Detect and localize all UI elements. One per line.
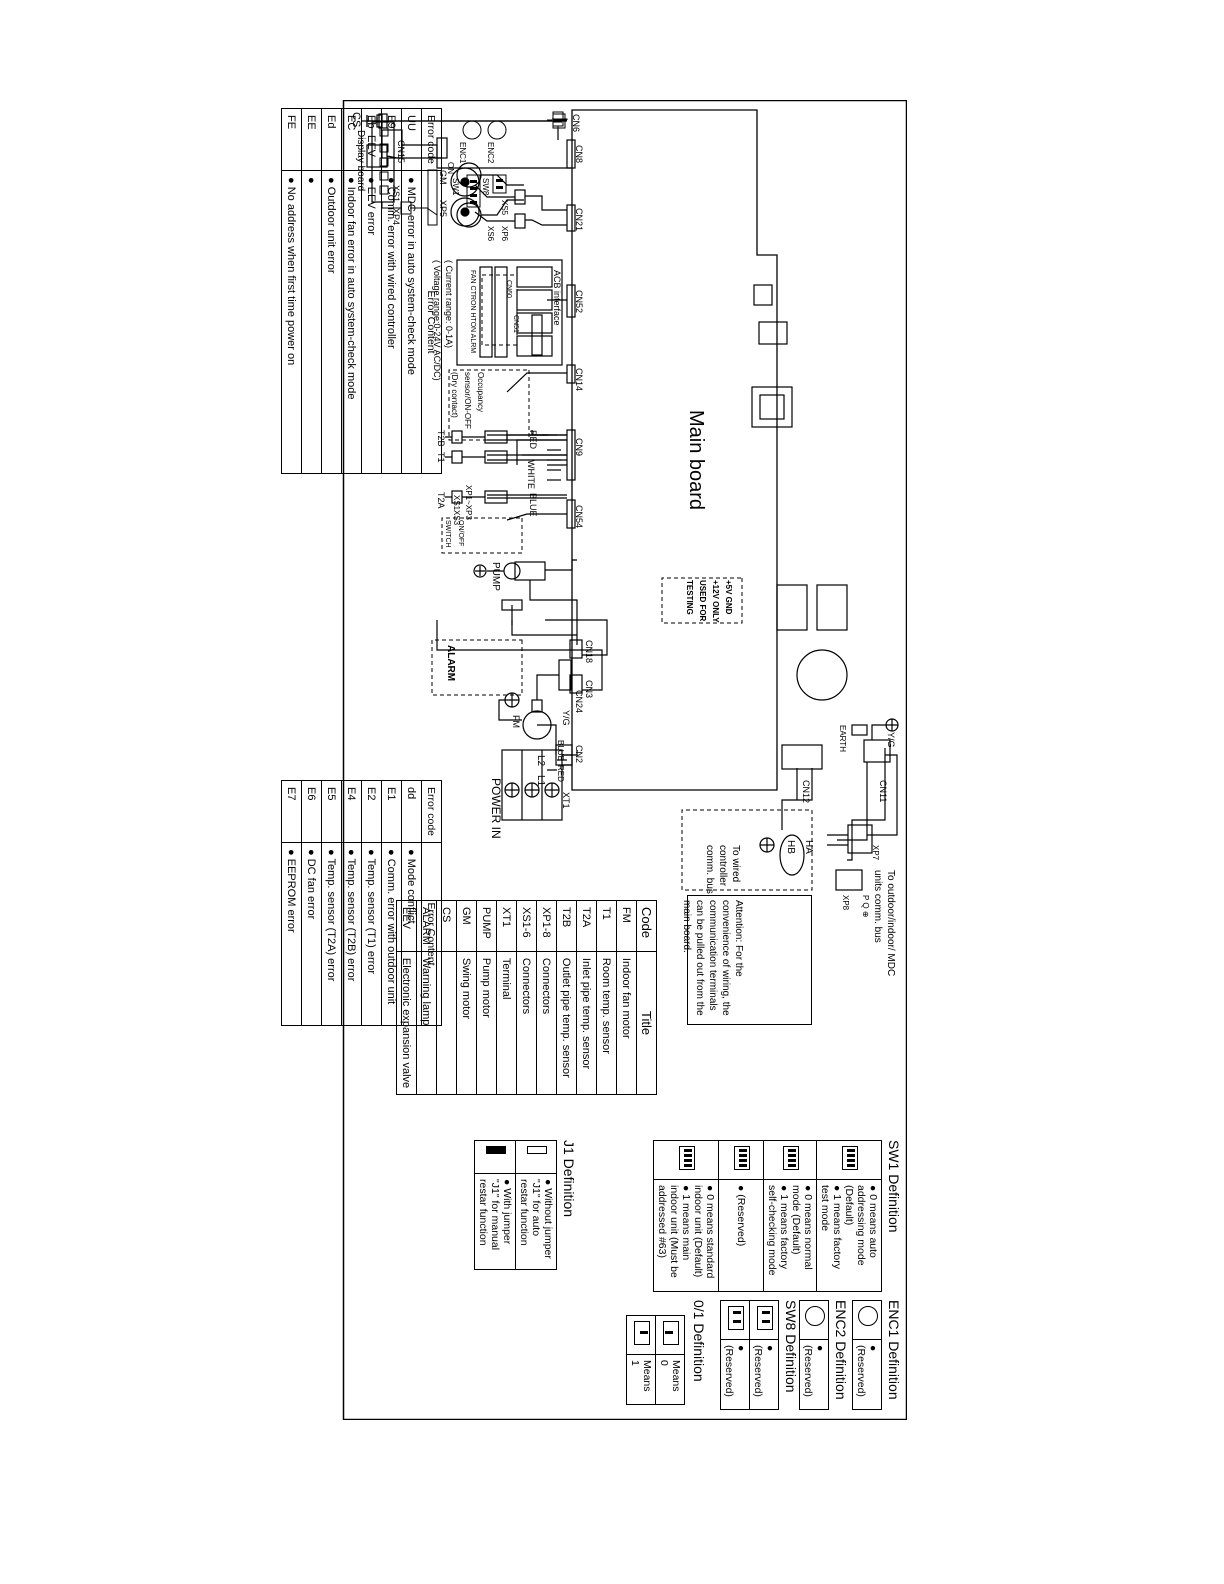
display-wire [381, 202, 438, 216]
outer-frame [342, 100, 907, 1420]
error-right-row: EC● Indoor fan error in auto system-chec… [341, 108, 362, 474]
error-left-row: E5● Temp. sensor (T2A) error [321, 780, 342, 1026]
cn52-body [566, 284, 576, 318]
error-right-row: EE● [301, 108, 322, 474]
testing-dash [661, 577, 743, 624]
cn18-body [569, 639, 583, 659]
error-left-code: E6 [301, 780, 322, 843]
display-led-5 [379, 185, 389, 195]
main-board-outline [571, 109, 778, 791]
onoff-dash [441, 517, 523, 554]
display-board-box [371, 121, 395, 203]
error-right-row: Eb● EEV error [361, 108, 382, 474]
display-led-2 [379, 143, 389, 153]
error-left-code: E7 [281, 780, 302, 843]
error-right-code: EE [301, 108, 322, 171]
cn21-body [566, 204, 576, 232]
error-right-code: UU [401, 108, 422, 171]
error-right-content: ● MDC error in auto system-check mode [401, 170, 422, 474]
errors-right-header-content: Error Content [421, 170, 442, 474]
error-left-content: ● EEPROM error [281, 842, 302, 1026]
error-right-content: ● [301, 170, 322, 474]
occupancy-dash [448, 369, 530, 441]
chip-small [753, 284, 773, 306]
acb-box [456, 259, 563, 366]
rotated-drawing: Main board Display board CN15 XS1 XP4 SW… [281, 100, 907, 1420]
cn11-body [863, 739, 891, 763]
error-right-code: FE [281, 108, 302, 171]
error-right-code: EC [341, 108, 362, 171]
error-left-row: E6● DC fan error [301, 780, 322, 1026]
cn3-body [569, 674, 583, 694]
error-left-content: ● Temp. sensor (T2A) error [321, 842, 342, 1026]
error-left-code: E5 [321, 780, 342, 843]
error-right-row: UU● MDC error in auto system-check mode [401, 108, 422, 474]
error-right-content: ● Comm. error with wired controller [381, 170, 402, 474]
xs1-xp4-plug [400, 201, 412, 215]
gm-right [450, 197, 480, 227]
error-right-row: Ed● Outdoor unit error [321, 108, 342, 474]
error-right-code: Ed [321, 108, 342, 171]
error-right-code: Eb [361, 108, 382, 171]
display-led-4 [379, 171, 389, 181]
cn14-body [566, 364, 576, 384]
error-right-row: FE● No address when first time power on [281, 108, 302, 474]
cn15-connector [427, 169, 438, 226]
error-right-content: ● EEV error [361, 170, 382, 474]
cn12-body [781, 744, 823, 770]
error-right-content: ● No address when first time power on [281, 170, 302, 474]
components-svg [366, 113, 899, 891]
eev-symbol [381, 129, 403, 159]
xt1-block [501, 749, 563, 821]
error-right-code: E9 [381, 108, 402, 171]
error-right-content: ● Outdoor unit error [321, 170, 342, 474]
error-right-content: ● Indoor fan error in auto system-check … [341, 170, 362, 474]
alarm-dash [431, 639, 523, 696]
gm-left [450, 167, 480, 197]
error-left-row: E7● EEPROM error [281, 780, 302, 1026]
xp7-plug [847, 824, 873, 854]
errors-right-header-code: Error code [421, 108, 442, 171]
sw1-switch [466, 174, 481, 208]
xp8-plug [835, 869, 863, 891]
error-left-content: ● DC fan error [301, 842, 322, 1026]
error-right-row: E9● Comm. error with wired controller [381, 108, 402, 474]
